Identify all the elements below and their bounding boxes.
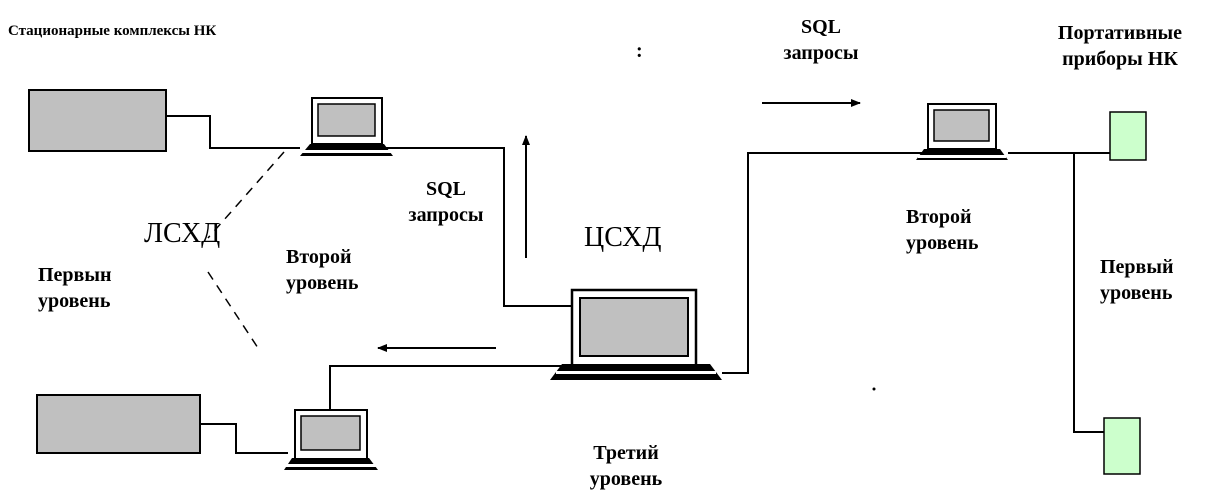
laptop-icon-bottom bbox=[284, 409, 378, 470]
stray-dot bbox=[872, 387, 876, 391]
laptop-icon-central bbox=[550, 288, 722, 380]
laptop-icon-right bbox=[916, 103, 1008, 160]
label-lskhd: ЛСХД bbox=[144, 218, 221, 249]
link-laptop-top-to-central bbox=[366, 147, 572, 307]
link-central-to-laptop-right bbox=[722, 152, 922, 374]
label-stationary-complexes: Стационарные комплексы НК bbox=[8, 23, 217, 39]
link-stationary-top-to-laptop bbox=[166, 115, 300, 149]
label-sql-requests-mid: SQL запросы bbox=[408, 178, 484, 226]
label-second-level-right: Второй уровень bbox=[906, 206, 979, 254]
label-tskhd: ЦСХД bbox=[584, 222, 662, 253]
dashed-line-upper bbox=[207, 151, 285, 239]
label-second-level-left: Второй уровень bbox=[286, 246, 359, 294]
dashed-line-lower bbox=[207, 271, 259, 349]
laptop-icon-top bbox=[300, 97, 393, 156]
link-central-to-laptop-bottom bbox=[329, 365, 567, 411]
link-to-portable-bottom bbox=[1073, 153, 1104, 433]
link-stationary-bottom-to-laptop bbox=[200, 423, 288, 454]
label-sql-requests-top: SQL запросы bbox=[783, 16, 859, 64]
label-stray-mark: : bbox=[636, 40, 643, 62]
portable-device-bottom bbox=[1103, 417, 1141, 475]
label-third-level: Третий уровень bbox=[589, 442, 663, 490]
label-first-level-left: Первын уровень bbox=[38, 264, 112, 312]
portable-device-top bbox=[1109, 111, 1147, 161]
stationary-complex-box-top bbox=[28, 89, 167, 152]
label-first-level-right: Первый уровень bbox=[1100, 256, 1174, 304]
label-portable-devices: Портативные приборы НК bbox=[1057, 22, 1183, 70]
stationary-complex-box-bottom bbox=[36, 394, 201, 454]
